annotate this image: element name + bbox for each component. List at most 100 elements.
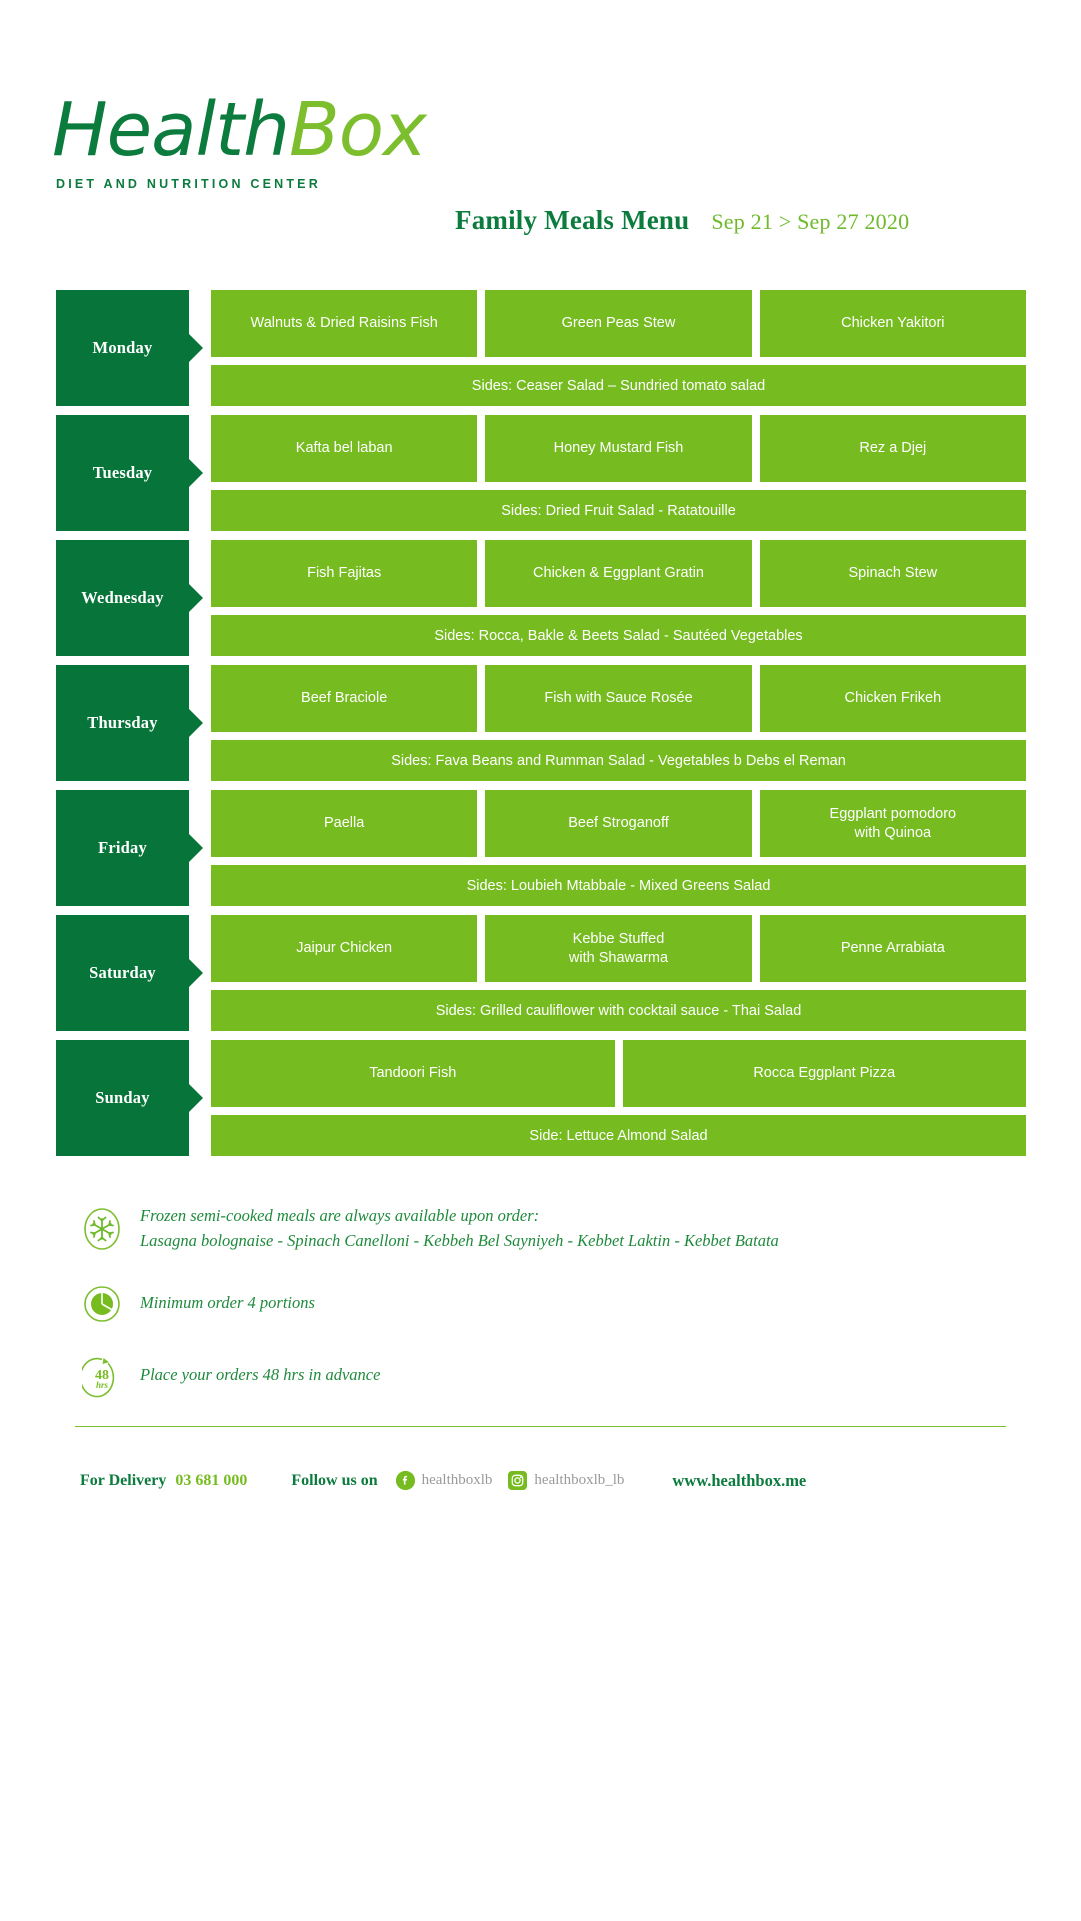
logo-wordmark: HealthBox	[52, 93, 427, 167]
instagram-icon	[508, 1471, 528, 1490]
social-instagram[interactable]: healthboxlb_lb	[508, 1471, 624, 1490]
chevron-right-icon	[188, 958, 203, 988]
sides-cell[interactable]: Side: Lettuce Almond Salad	[211, 1115, 1026, 1156]
note-frozen-meals: Frozen semi-cooked meals are always avai…	[82, 1204, 1021, 1254]
day-content-thursday: Beef Braciole Fish with Sauce Rosée Chic…	[211, 665, 1026, 781]
meal-cell[interactable]: Fish Fajitas	[211, 540, 478, 607]
day-label-text: Sunday	[95, 1088, 150, 1107]
sides-cell[interactable]: Sides: Dried Fruit Salad - Ratatouille	[211, 490, 1026, 531]
meal-cell[interactable]: Spinach Stew	[759, 540, 1026, 607]
day-label-text: Thursday	[87, 713, 158, 732]
logo-box-text: Box	[289, 87, 427, 173]
day-label-text: Wednesday	[81, 588, 164, 607]
day-label-sunday: Sunday	[56, 1040, 203, 1156]
pie-chart-icon	[82, 1282, 122, 1326]
48-hours-number: 48	[95, 1368, 109, 1383]
day-label-saturday: Saturday	[56, 915, 203, 1031]
day-content-wednesday: Fish Fajitas Chicken & Eggplant Gratin S…	[211, 540, 1026, 656]
snowflake-icon	[82, 1207, 122, 1251]
note-minimum-order-text: Minimum order 4 portions	[140, 1293, 315, 1313]
48-hours-unit: hrs	[96, 1380, 109, 1390]
note-minimum-order: Minimum order 4 portions	[82, 1282, 1021, 1326]
meal-cell[interactable]: Jaipur Chicken	[211, 915, 478, 982]
day-content-sunday: Tandoori Fish Rocca Eggplant Pizza Side:…	[211, 1040, 1026, 1156]
day-content-friday: Paella Beef Stroganoff Eggplant pomodoro…	[211, 790, 1026, 906]
meal-cell[interactable]: Paella	[211, 790, 478, 857]
chevron-right-icon	[188, 458, 203, 488]
day-label-wednesday: Wednesday	[56, 540, 203, 656]
meal-cell[interactable]: Penne Arrabiata	[759, 915, 1026, 982]
logo-tagline: DIET AND NUTRITION CENTER	[56, 177, 321, 192]
meals-row: Walnuts & Dried Raisins Fish Green Peas …	[211, 290, 1026, 357]
meal-cell[interactable]: Honey Mustard Fish	[485, 415, 752, 482]
footer-divider	[75, 1425, 1006, 1427]
meals-row: Beef Braciole Fish with Sauce Rosée Chic…	[211, 665, 1026, 732]
meals-row: Kafta bel laban Honey Mustard Fish Rez a…	[211, 415, 1026, 482]
note-frozen-meals-text: Frozen semi-cooked meals are always avai…	[140, 1204, 779, 1254]
meal-cell[interactable]: Beef Stroganoff	[485, 790, 752, 857]
meal-cell[interactable]: Green Peas Stew	[485, 290, 752, 357]
meal-cell[interactable]: Chicken Frikeh	[759, 665, 1026, 732]
note-line-2: Lasagna bolognaise - Spinach Canelloni -…	[140, 1230, 779, 1250]
facebook-handle[interactable]: healthboxlb	[421, 1472, 493, 1488]
day-label-thursday: Thursday	[56, 665, 203, 781]
day-label-text: Tuesday	[92, 463, 153, 482]
day-row-monday: Monday Walnuts & Dried Raisins Fish Gree…	[56, 290, 1026, 406]
website-link[interactable]: www.healthbox.me	[672, 1470, 807, 1490]
day-row-friday: Friday Paella Beef Stroganoff Eggplant p…	[56, 790, 1026, 906]
meals-row: Paella Beef Stroganoff Eggplant pomodoro…	[211, 790, 1026, 857]
meal-cell[interactable]: Kafta bel laban	[211, 415, 478, 482]
meal-cell[interactable]: Tandoori Fish	[211, 1040, 615, 1107]
delivery-label: For Delivery	[80, 1471, 167, 1489]
day-content-tuesday: Kafta bel laban Honey Mustard Fish Rez a…	[211, 415, 1026, 531]
day-row-thursday: Thursday Beef Braciole Fish with Sauce R…	[56, 665, 1026, 781]
day-label-text: Friday	[98, 838, 147, 857]
meal-cell[interactable]: Beef Braciole	[211, 665, 478, 732]
follow-label: Follow us on	[291, 1471, 378, 1489]
meal-cell[interactable]: Rez a Djej	[759, 415, 1026, 482]
facebook-icon	[395, 1471, 415, 1490]
chevron-right-icon	[188, 583, 203, 613]
sides-cell[interactable]: Sides: Ceaser Salad – Sundried tomato sa…	[211, 365, 1026, 406]
day-label-tuesday: Tuesday	[56, 415, 203, 531]
day-label-friday: Friday	[56, 790, 203, 906]
sides-cell[interactable]: Sides: Loubieh Mtabbale - Mixed Greens S…	[211, 865, 1026, 906]
day-label-monday: Monday	[56, 290, 203, 406]
notes-section: Frozen semi-cooked meals are always avai…	[0, 1204, 1081, 1398]
meal-cell[interactable]: Rocca Eggplant Pizza	[622, 1040, 1026, 1107]
sides-cell[interactable]: Sides: Rocca, Bakle & Beets Salad - Saut…	[211, 615, 1026, 656]
meal-cell[interactable]: Chicken Yakitori	[759, 290, 1026, 357]
meals-row: Tandoori Fish Rocca Eggplant Pizza	[211, 1040, 1026, 1107]
chevron-right-icon	[188, 833, 203, 863]
note-line-1: Frozen semi-cooked meals are always avai…	[140, 1206, 540, 1225]
note-advance-order: 48 hrs Place your orders 48 hrs in advan…	[82, 1354, 1021, 1398]
instagram-handle[interactable]: healthboxlb_lb	[534, 1472, 625, 1488]
sides-cell[interactable]: Sides: Grilled cauliflower with cocktail…	[211, 990, 1026, 1031]
meal-cell[interactable]: Chicken & Eggplant Gratin	[485, 540, 752, 607]
meal-cell[interactable]: Fish with Sauce Rosée	[485, 665, 752, 732]
page-title: Family Meals Menu	[455, 205, 690, 235]
sides-cell[interactable]: Sides: Fava Beans and Rumman Salad - Veg…	[211, 740, 1026, 781]
title-block: Family Meals Menu Sep 21 > Sep 27 2020	[455, 205, 909, 236]
day-label-text: Monday	[92, 338, 153, 357]
chevron-right-icon	[188, 708, 203, 738]
weekly-menu-table: Monday Walnuts & Dried Raisins Fish Gree…	[0, 290, 1081, 1156]
day-row-sunday: Sunday Tandoori Fish Rocca Eggplant Pizz…	[56, 1040, 1026, 1156]
day-row-wednesday: Wednesday Fish Fajitas Chicken & Eggplan…	[56, 540, 1026, 656]
meal-cell[interactable]: Walnuts & Dried Raisins Fish	[211, 290, 478, 357]
date-range: Sep 21 > Sep 27 2020	[711, 209, 910, 234]
48-hours-icon: 48 hrs	[82, 1354, 122, 1398]
day-content-monday: Walnuts & Dried Raisins Fish Green Peas …	[211, 290, 1026, 406]
page-footer: For Delivery 03 681 000 Follow us on hea…	[0, 1471, 1081, 1491]
social-facebook[interactable]: healthboxlb	[395, 1471, 493, 1490]
delivery-phone[interactable]: 03 681 000	[175, 1471, 248, 1489]
day-row-tuesday: Tuesday Kafta bel laban Honey Mustard Fi…	[56, 415, 1026, 531]
note-advance-order-text: Place your orders 48 hrs in advance	[140, 1365, 381, 1385]
brand-logo: HealthBox DIET AND NUTRITION CENTER	[52, 93, 427, 192]
